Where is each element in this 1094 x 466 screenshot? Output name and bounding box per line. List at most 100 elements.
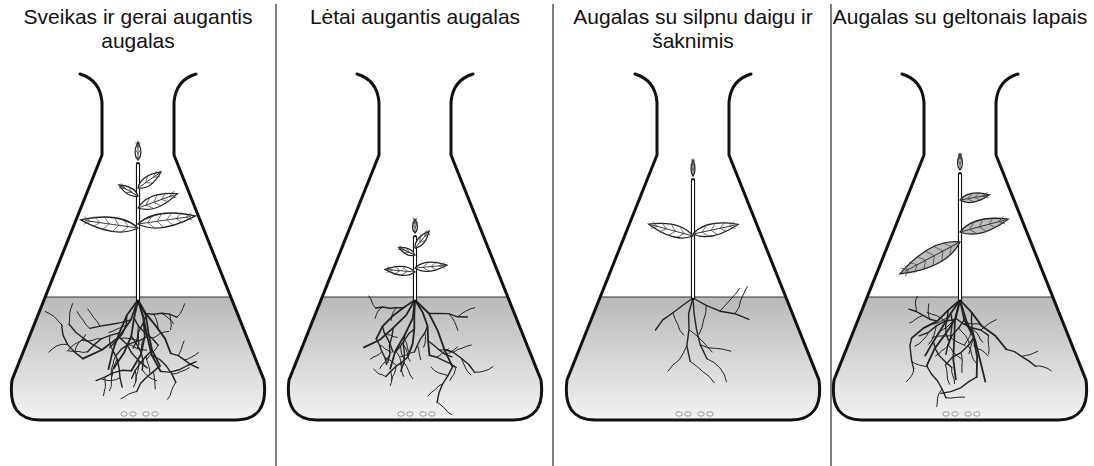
leaf-vein bbox=[982, 192, 989, 199]
root bbox=[386, 357, 408, 376]
leaf-blade bbox=[958, 213, 1010, 238]
root bbox=[700, 345, 731, 352]
root bbox=[138, 326, 139, 344]
root bbox=[178, 341, 184, 356]
root bbox=[417, 345, 420, 359]
leaf-vein bbox=[701, 225, 709, 237]
root bbox=[112, 359, 118, 377]
root bbox=[96, 370, 131, 380]
root bbox=[370, 352, 382, 360]
root bbox=[693, 298, 707, 359]
leaf bbox=[691, 159, 695, 176]
root bbox=[927, 300, 960, 366]
root bbox=[946, 365, 950, 384]
leaf-vein bbox=[152, 194, 162, 208]
root bbox=[109, 300, 139, 369]
leaf-vein bbox=[905, 242, 960, 271]
leaf-vein bbox=[138, 143, 139, 160]
root bbox=[171, 353, 199, 368]
liquid-medium bbox=[11, 297, 264, 420]
leaf-vein bbox=[160, 193, 169, 204]
root bbox=[937, 389, 942, 406]
leaf bbox=[136, 188, 180, 214]
leaf-vein bbox=[925, 248, 938, 266]
leaf-blade bbox=[385, 265, 416, 277]
leaf-vein bbox=[112, 217, 120, 233]
bubble bbox=[952, 412, 958, 416]
leaf-vein bbox=[422, 230, 430, 238]
leaf-blade bbox=[691, 160, 695, 176]
leaf-vein bbox=[901, 265, 911, 276]
bubble bbox=[152, 412, 158, 416]
root bbox=[668, 346, 687, 372]
leaf bbox=[397, 244, 416, 257]
root bbox=[119, 337, 147, 368]
root bbox=[131, 336, 143, 370]
leaf-vein bbox=[943, 240, 955, 256]
leaf bbox=[412, 229, 432, 251]
root bbox=[429, 313, 467, 317]
leaf-blade bbox=[135, 168, 163, 191]
root bbox=[401, 362, 403, 376]
leaf-vein bbox=[668, 224, 677, 238]
flask-outline bbox=[288, 74, 541, 420]
leaf-vein bbox=[933, 243, 947, 261]
root bbox=[965, 328, 972, 345]
caption-label: Sveikas ir gerai augantis augalas bbox=[7, 5, 269, 53]
leaf bbox=[692, 218, 740, 240]
root bbox=[390, 371, 392, 385]
root bbox=[981, 320, 997, 330]
caption-label: Lėtai augantis augalas bbox=[284, 5, 546, 29]
root bbox=[147, 345, 159, 359]
leaf-vein bbox=[968, 222, 977, 235]
leaf-vein bbox=[394, 266, 401, 275]
leaf-vein bbox=[728, 222, 735, 230]
bubble bbox=[707, 412, 713, 416]
leaf-vein bbox=[147, 216, 155, 229]
root bbox=[909, 309, 937, 321]
leaf-vein bbox=[967, 193, 974, 203]
root bbox=[690, 361, 714, 382]
root bbox=[1006, 349, 1035, 366]
bubble bbox=[143, 412, 149, 416]
root bbox=[390, 300, 415, 369]
leaf-vein bbox=[136, 142, 141, 148]
leaf bbox=[896, 234, 964, 281]
leaf-blade bbox=[692, 219, 739, 240]
leaf-vein bbox=[400, 248, 415, 255]
liquid-medium bbox=[833, 297, 1086, 420]
leaf-vein bbox=[960, 220, 1004, 232]
root bbox=[437, 367, 452, 402]
root bbox=[146, 313, 177, 317]
leaf-vein bbox=[144, 198, 153, 211]
root bbox=[121, 392, 137, 399]
leaf bbox=[135, 168, 164, 192]
root bbox=[956, 318, 989, 335]
leaf-vein bbox=[386, 267, 392, 273]
leaf-vein bbox=[719, 222, 727, 233]
root bbox=[693, 298, 749, 319]
leaf-vein bbox=[974, 192, 981, 201]
root bbox=[720, 288, 740, 311]
root bbox=[707, 359, 727, 382]
leaf-vein bbox=[93, 217, 100, 228]
leaf-vein bbox=[102, 217, 110, 231]
flask-outline bbox=[566, 74, 819, 420]
leaf-vein bbox=[176, 213, 183, 224]
leaf-vein bbox=[120, 186, 138, 196]
root bbox=[185, 353, 199, 361]
root bbox=[408, 300, 415, 357]
bubble bbox=[398, 412, 404, 416]
root bbox=[912, 361, 926, 366]
bubble bbox=[974, 412, 980, 416]
leaf-vein bbox=[84, 216, 91, 225]
leaf-blade bbox=[896, 234, 964, 281]
root bbox=[461, 358, 471, 375]
leaf-blade bbox=[958, 154, 963, 170]
root bbox=[152, 355, 176, 383]
root bbox=[936, 346, 949, 356]
root bbox=[376, 307, 404, 308]
leaf-vein bbox=[917, 254, 929, 270]
root bbox=[141, 333, 145, 351]
leaf-vein bbox=[415, 265, 444, 268]
